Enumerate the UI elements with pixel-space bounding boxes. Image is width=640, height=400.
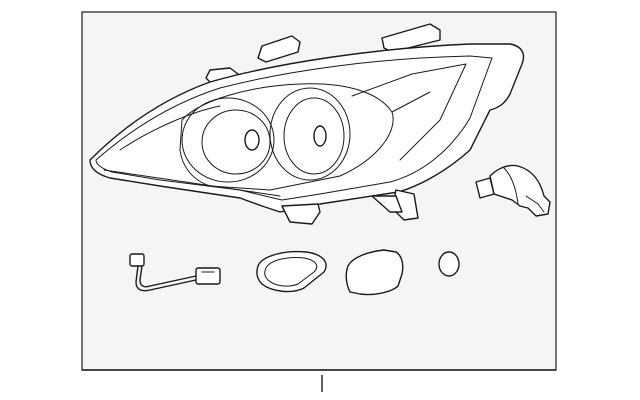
headlamp-assembly [89, 23, 525, 225]
o-ring [438, 251, 460, 277]
bulb [475, 164, 551, 217]
wiring-harness [129, 253, 221, 292]
cover [345, 249, 404, 296]
gasket [256, 250, 327, 293]
